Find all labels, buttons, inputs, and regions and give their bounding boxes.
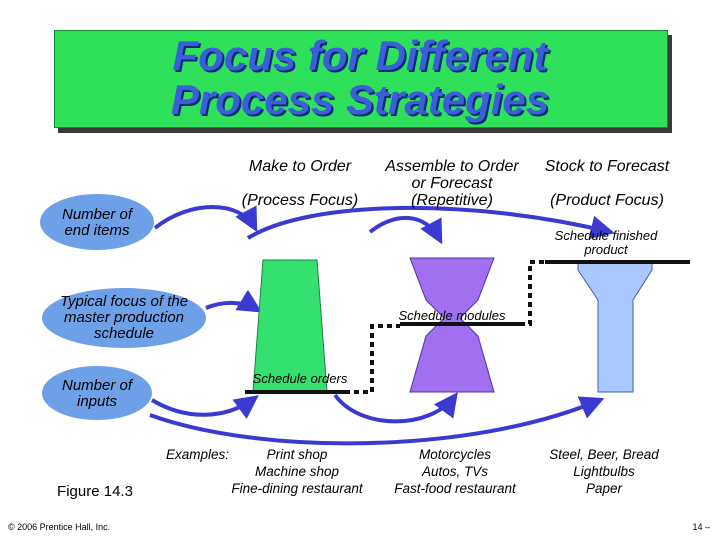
arrow-end-items-left [153, 205, 258, 233]
title-banner [54, 30, 668, 128]
stock-to-forecast-label: Stock to Forecast [544, 158, 670, 175]
repetitive-label: (Repetitive) [411, 192, 493, 209]
mps-bubble [42, 288, 206, 348]
column-assemble-to-order: Assemble to Order or Forecast (Repetitiv… [372, 158, 532, 209]
arrow-inputs-left [150, 395, 259, 420]
product-focus-label: (Product Focus) [550, 192, 664, 209]
examples-repetitive: Motorcycles Autos, TVs Fast-food restaur… [394, 447, 516, 496]
column-stock-to-forecast: Stock to Forecast (Product Focus) [534, 158, 680, 209]
examples-label: Examples: [166, 447, 230, 462]
end-items-label: Number of end items [61, 206, 133, 239]
figure-label: Figure 14.3 [57, 483, 133, 500]
process-focus-label: (Process Focus) [241, 192, 359, 209]
arrow-inputs-long [149, 396, 605, 446]
inputs-label: Number of inputs [61, 377, 133, 410]
column-make-to-order: Make to Order (Process Focus) [225, 158, 375, 209]
slide-title: Focus for Different Process Strategies [54, 34, 666, 122]
schedule-modules-label: Schedule modules [398, 308, 506, 323]
dashed-connector-orders [345, 324, 400, 394]
page-number: 14 – [692, 522, 710, 532]
title-line-2: Process Strategies [170, 76, 550, 123]
inputs-bubble [42, 366, 152, 420]
stock-to-forecast-shape [577, 261, 653, 393]
schedule-finished-product-label: Schedule finished product [554, 228, 658, 257]
title-line-1: Focus for Different [172, 32, 548, 79]
arrow-inputs-mid [333, 392, 458, 424]
arrow-end-items-long [246, 205, 615, 240]
copyright-notice: © 2006 Prentice Hall, Inc. [8, 522, 111, 532]
end-items-bubble [40, 194, 154, 250]
dashed-connector-modules [520, 260, 545, 326]
examples-product: Steel, Beer, Bread Lightbulbs Paper [549, 447, 659, 496]
assemble-to-order-label: Assemble to Order [385, 158, 519, 175]
or-forecast-label: or Forecast [411, 175, 493, 192]
arrow-end-items-mid [368, 216, 443, 245]
schedule-orders-label: Schedule orders [252, 371, 348, 386]
mps-label: Typical focus of the master production s… [59, 293, 189, 342]
examples-process: Print shop Machine shop Fine-dining rest… [231, 447, 363, 496]
make-to-order-label: Make to Order [248, 158, 352, 175]
arrow-mps-to-make [205, 289, 263, 313]
